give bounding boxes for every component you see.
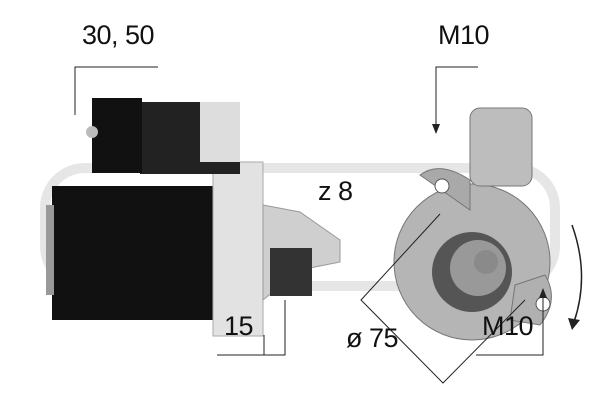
solenoid-top: [469, 107, 533, 187]
label-flange-diameter: ø 75: [346, 323, 399, 353]
pinion-gear: [270, 248, 312, 296]
label-terminal-thread: 30, 50: [82, 20, 155, 50]
rotation-arrowhead-icon: [568, 318, 580, 330]
leader-terminal: [74, 66, 158, 115]
starter-front-view: [393, 107, 552, 341]
label-teeth: z 8: [318, 176, 353, 206]
motor-body: [52, 186, 214, 320]
arrowhead-icon: [539, 288, 547, 298]
diameter-indicator: [360, 213, 526, 384]
terminal-block: [92, 98, 142, 173]
label-mount-bottom: M10: [482, 311, 534, 341]
starter-side-view: [46, 98, 341, 337]
leader-mount-bottom: [476, 294, 544, 356]
arrowhead-icon: [432, 124, 440, 134]
label-pinion-offset: 15: [224, 311, 254, 341]
rotation-arrow: [571, 224, 583, 323]
drive-end-housing: [212, 161, 264, 337]
leader-mount-top: [435, 66, 478, 128]
label-mount-top: M10: [438, 20, 490, 50]
leader-pinion: [217, 300, 286, 356]
